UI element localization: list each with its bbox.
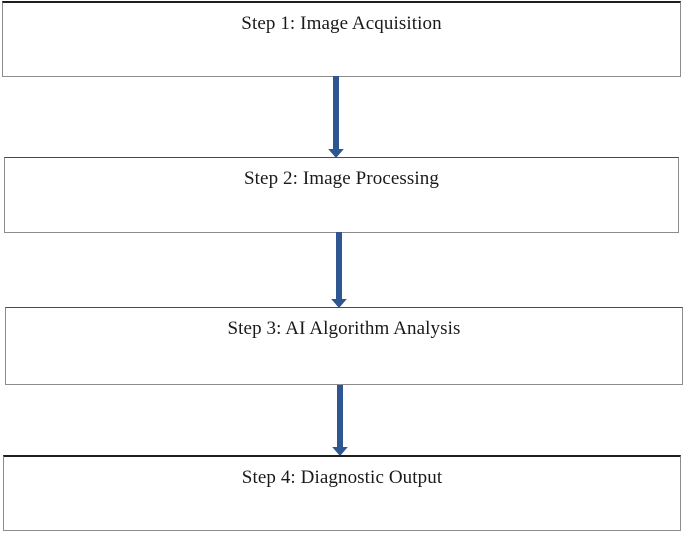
flowchart-node-step-4[interactable]: Step 4: Diagnostic Output: [3, 455, 681, 531]
arrow-shaft-icon: [336, 232, 342, 299]
flowchart-node-label-step-4: Step 4: Diagnostic Output: [241, 467, 443, 488]
arrow-group: [332, 385, 348, 456]
flowchart-arrow-step-1-to-step-2: [328, 76, 344, 158]
arrow-group: [331, 232, 347, 308]
arrow-head-icon: [332, 447, 348, 456]
flowchart-node-label-step-2: Step 2: Image Processing: [243, 168, 439, 189]
flowchart-node-label-step-1: Step 1: Image Acquisition: [241, 13, 442, 34]
flowchart-node-step-3[interactable]: Step 3: AI Algorithm Analysis: [5, 307, 683, 385]
flowchart-arrow-step-3-to-step-4: [332, 385, 348, 456]
arrow-head-icon: [331, 299, 347, 308]
flowchart-arrow-step-2-to-step-3: [331, 232, 347, 308]
flowchart-node-label-step-3: Step 3: AI Algorithm Analysis: [227, 318, 461, 339]
flowchart-node-step-1[interactable]: Step 1: Image Acquisition: [2, 1, 681, 77]
arrow-shaft-icon: [337, 385, 343, 447]
arrow-shaft-icon: [333, 76, 339, 149]
arrow-group: [328, 76, 344, 158]
flowchart-node-step-2[interactable]: Step 2: Image Processing: [4, 157, 679, 233]
arrow-head-icon: [328, 149, 344, 158]
